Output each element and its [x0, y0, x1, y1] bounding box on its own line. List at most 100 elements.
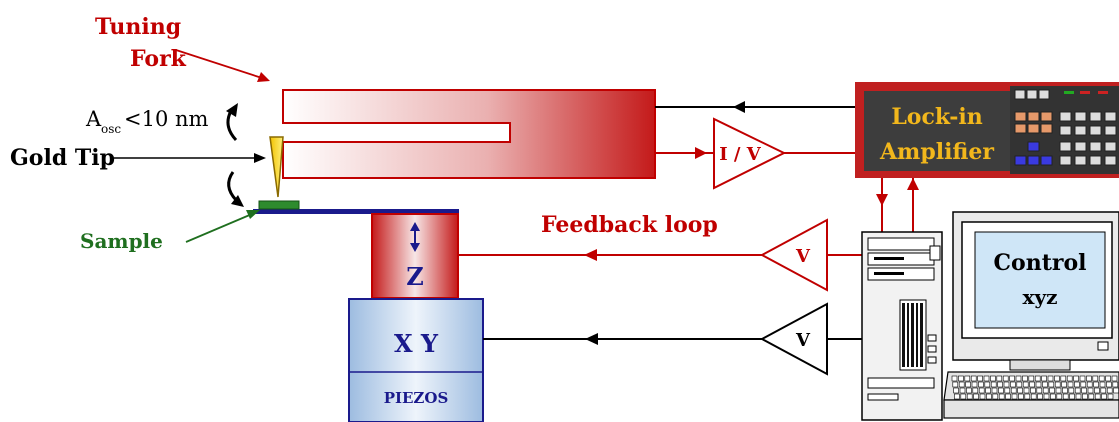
- keyboard-key: [1069, 393, 1075, 400]
- gold-tip-arrow: [114, 153, 266, 163]
- keyboard-key: [1067, 381, 1074, 388]
- keyboard-key: [1015, 375, 1022, 382]
- computer-tower: [861, 231, 943, 421]
- keyboard-key: [1074, 381, 1080, 388]
- keyboard-key: [1023, 387, 1030, 394]
- keyboard-key: [1004, 387, 1011, 394]
- keyboard-key: [977, 375, 983, 382]
- keyboard-key: [1049, 387, 1055, 394]
- oscillation-arrows: [226, 103, 244, 207]
- keyboard: [943, 371, 1119, 419]
- keyboard-key: [992, 393, 999, 400]
- monitor: [952, 211, 1119, 371]
- keyboard-key: [1041, 375, 1047, 382]
- amplitude-subscript: osc: [101, 122, 121, 136]
- xy-piezo-label: X Y: [394, 329, 439, 358]
- keyboard-key: [1047, 375, 1054, 382]
- keyboard-key: [1024, 393, 1031, 400]
- keyboard-key: [954, 393, 960, 400]
- keyboard-key: [1062, 387, 1068, 394]
- keyboard-key: [1080, 381, 1087, 388]
- keyboard-key: [973, 393, 979, 400]
- amplitude-prefix: A: [85, 107, 102, 131]
- z-motion-arrow: [410, 222, 420, 252]
- keyboard-key: [1100, 387, 1107, 394]
- keyboard-key: [966, 393, 973, 400]
- control-label-1: Control: [994, 250, 1087, 276]
- feedback-loop-line: [458, 249, 862, 261]
- sample-pointer-arrow: [185, 210, 260, 243]
- keyboard-key: [1094, 387, 1100, 394]
- iv-amplifier-label: I / V: [719, 144, 762, 165]
- keyboard-key: [1003, 381, 1010, 388]
- amplitude-value: <10 nm: [124, 107, 209, 131]
- keyboard-key: [958, 381, 965, 388]
- keyboard-key: [1036, 387, 1043, 394]
- keyboard-key: [1098, 375, 1105, 382]
- keyboard-key: [1016, 381, 1023, 388]
- keyboard-key: [1042, 387, 1049, 394]
- keyboard-key: [986, 393, 992, 400]
- keyboard-key: [1017, 387, 1023, 394]
- keyboard-key: [1054, 381, 1061, 388]
- keyboard-key: [953, 387, 959, 394]
- keyboard-key: [1099, 381, 1106, 388]
- feedback-v-amplifier-label: V: [795, 246, 811, 267]
- keyboard-key: [959, 387, 966, 394]
- xy-v-amplifier: [759, 302, 828, 376]
- keyboard-key: [1054, 375, 1060, 382]
- keyboard-key: [970, 375, 977, 382]
- keyboard-key: [1105, 375, 1111, 382]
- xy-piezo: [348, 298, 484, 422]
- keyboard-key: [1002, 375, 1009, 382]
- keyboard-key: [1005, 393, 1011, 400]
- control-label-2: xyz: [1023, 285, 1058, 309]
- keyboard-key: [1034, 375, 1041, 382]
- keyboard-key: [997, 381, 1003, 388]
- current-signal-line: [655, 147, 862, 159]
- z-piezo-label: Z: [406, 262, 424, 291]
- keyboard-key: [998, 393, 1005, 400]
- gold-tip: [269, 136, 284, 198]
- keyboard-key: [1062, 393, 1069, 400]
- feedback-v-amplifier: [759, 218, 828, 292]
- keyboard-key: [1056, 393, 1063, 400]
- keyboard-key: [990, 375, 996, 382]
- keyboard-key: [996, 375, 1003, 382]
- keyboard-key: [1011, 393, 1018, 400]
- sample: [258, 200, 300, 210]
- gold-tip-label: Gold Tip: [10, 145, 115, 171]
- keyboard-key: [1037, 393, 1043, 400]
- keyboard-key: [1010, 381, 1016, 388]
- keyboard-key: [1029, 381, 1035, 388]
- keyboard-key: [1086, 381, 1093, 388]
- keyboard-key: [1068, 387, 1075, 394]
- keyboard-key: [1030, 393, 1037, 400]
- keyboard-key: [1106, 381, 1112, 388]
- keyboard-key: [998, 387, 1004, 394]
- keyboard-key: [1009, 375, 1015, 382]
- keyboard-key: [978, 381, 984, 388]
- keyboard-key: [1028, 375, 1035, 382]
- keyboard-key: [984, 381, 991, 388]
- keyboard-key: [979, 393, 986, 400]
- keyboard-key: [1075, 393, 1082, 400]
- feedback-loop-label: Feedback loop: [541, 212, 718, 238]
- keyboard-key: [960, 393, 967, 400]
- keyboard-key: [1112, 381, 1119, 388]
- keyboard-key: [1088, 393, 1095, 400]
- tuning-fork-pointer-arrow: [175, 49, 270, 82]
- keyboard-key: [1022, 381, 1029, 388]
- keyboard-key: [1050, 393, 1056, 400]
- keyboard-key: [952, 381, 959, 388]
- keyboard-key: [1106, 387, 1113, 394]
- keyboard-key: [983, 375, 990, 382]
- keyboard-key: [951, 375, 958, 382]
- keyboard-key: [1060, 375, 1067, 382]
- sample-label: Sample: [80, 229, 163, 253]
- xy-drive-line: [483, 333, 862, 345]
- lockin-label-1: Lock-in: [891, 104, 982, 130]
- keyboard-key: [1113, 387, 1119, 394]
- keyboard-key: [1048, 381, 1055, 388]
- lockin-label-2: Amplifier: [879, 139, 994, 165]
